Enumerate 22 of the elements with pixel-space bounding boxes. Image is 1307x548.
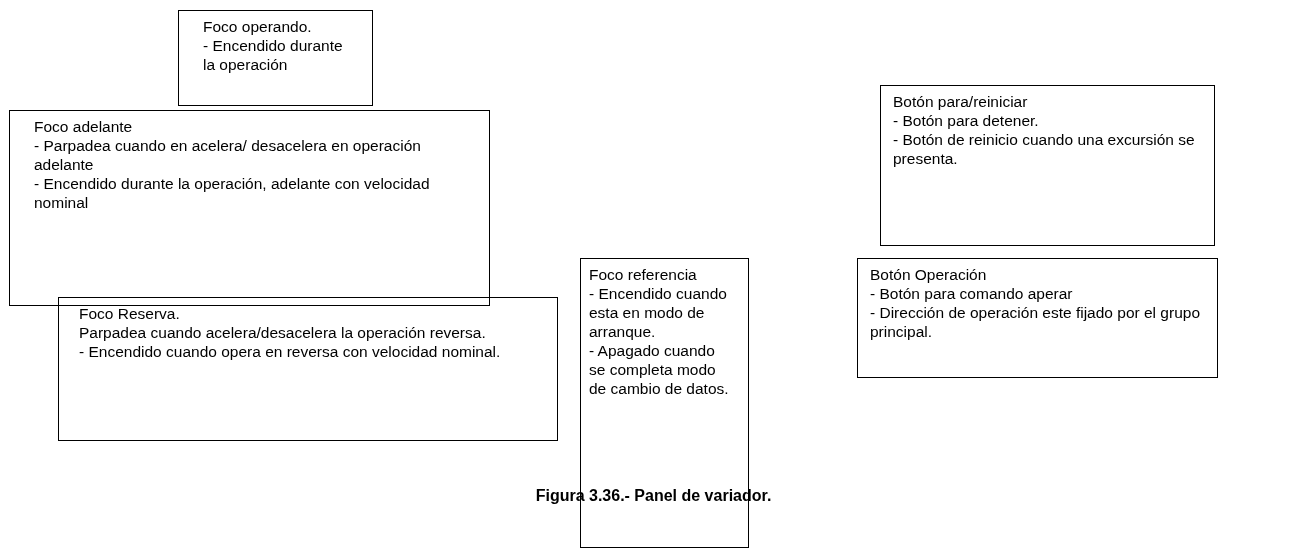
- callout-title: Foco operando.: [203, 17, 313, 36]
- callout-box: [178, 10, 373, 106]
- callout-text: - Dirección de operación este fijado por el grupo principal.: [870, 303, 1201, 341]
- callout-box: [58, 297, 558, 441]
- callout-title: Botón para/reiniciar: [893, 92, 1029, 111]
- callout-title: Foco adelante: [34, 117, 134, 136]
- callout-text: - Encendido durante la operación, adelante con velocidad nominal: [34, 174, 431, 212]
- callout-text: - Botón de reinicio cuando una excursión se presenta.: [893, 130, 1196, 168]
- callout-title: Botón Operación: [870, 265, 988, 284]
- callout-title: Foco Reserva.: [79, 304, 181, 323]
- callout-text: - Encendido durante la operación: [203, 36, 344, 74]
- callout-text: - Parpadea cuando en acelera/ desacelera en operación adelante: [34, 136, 422, 174]
- callout-title: Foco referencia: [589, 265, 698, 284]
- callout-text: - Encendido cuando esta en modo de arranque.: [589, 284, 728, 341]
- callout-box: [857, 258, 1218, 378]
- callout-text: - Encendido cuando opera en reversa con velocidad nominal.: [79, 342, 502, 361]
- callout-text: Parpadea cuando acelera/desacelera la operación reversa.: [79, 323, 487, 342]
- callout-box: [9, 110, 490, 306]
- callout-text: - Botón para detener.: [893, 111, 1040, 130]
- callout-text: - Apagado cuando se completa modo de cambio de datos.: [589, 341, 730, 398]
- callout-text: - Botón para comando aperar: [870, 284, 1074, 303]
- callout-box: [880, 85, 1215, 246]
